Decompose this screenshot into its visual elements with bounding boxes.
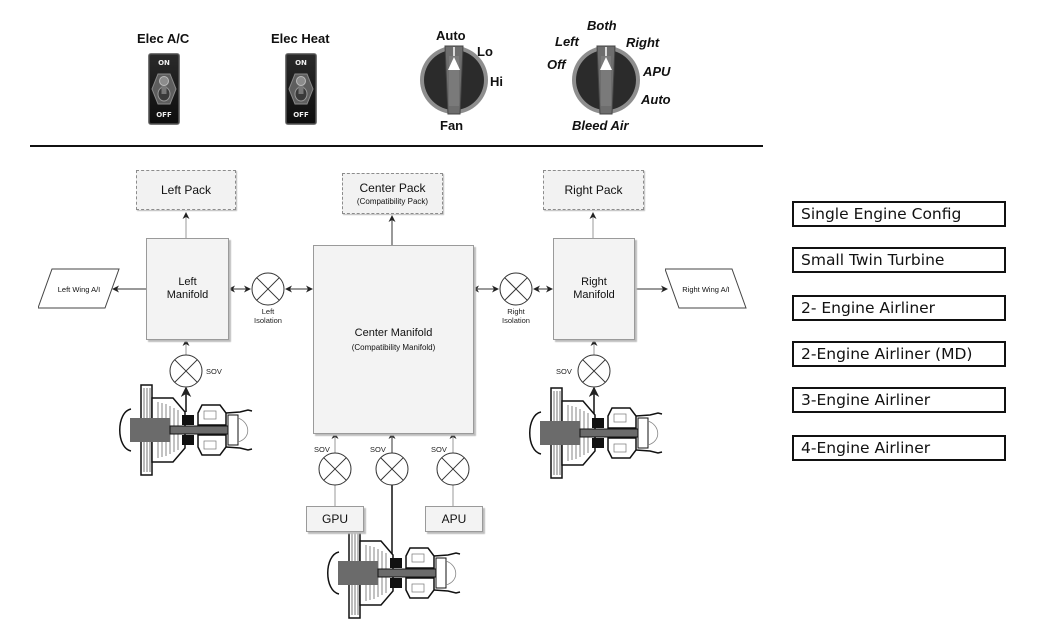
config-2-engine-airliner-md-button[interactable]: 2-Engine Airliner (MD)	[792, 341, 1006, 367]
apu-box[interactable]: APU	[425, 506, 483, 532]
left-pack[interactable]: Left Pack	[136, 170, 236, 210]
center-sov-valve-icon	[375, 452, 409, 486]
left-wing-ai[interactable]: Left Wing A/I	[57, 284, 101, 294]
right-manifold-label-1: Right	[581, 275, 607, 288]
left-isolation-label-2: Isolation	[254, 316, 282, 326]
center-manifold-label: Center Manifold	[354, 326, 433, 339]
bleed-position-off[interactable]: Off	[547, 57, 566, 72]
gpu-sov-label: SOV	[314, 445, 330, 454]
bleed-position-auto[interactable]: Auto	[641, 92, 671, 107]
fan-position-auto[interactable]: Auto	[436, 28, 466, 43]
right-isolation-label-1: Right	[507, 307, 525, 316]
config-small-twin-turbine-button[interactable]: Small Twin Turbine	[792, 247, 1006, 273]
config-4-engine-airliner-button[interactable]: 4-Engine Airliner	[792, 435, 1006, 461]
toggle-lever-icon	[151, 73, 177, 105]
left-sov-valve-icon	[169, 354, 203, 388]
bleed-pointer-icon	[600, 57, 612, 70]
center-engine-icon	[327, 527, 461, 619]
bleed-air-diagram	[112, 212, 668, 619]
center-manifold-sublabel: (Compatibility Manifold)	[351, 342, 436, 352]
center-manifold[interactable]: Center Manifold (Compatibility Manifold)	[313, 245, 474, 434]
right-isolation-label-2: Isolation	[502, 316, 530, 326]
right-wing-ai-shape	[665, 268, 747, 309]
right-sov-label: SOV	[556, 367, 572, 376]
elec-heat-label: Elec Heat	[271, 31, 330, 46]
toggle-lever-icon	[288, 73, 314, 105]
center-pack-sublabel: (Compatibility Pack)	[356, 197, 429, 206]
right-wing-ai[interactable]: Right Wing A/I	[682, 284, 730, 294]
bleed-air-label: Bleed Air	[572, 118, 629, 133]
apu-sov-valve-icon	[436, 452, 470, 486]
config-single-engine-button[interactable]: Single Engine Config	[792, 201, 1006, 227]
fan-position-lo[interactable]: Lo	[477, 44, 493, 59]
center-sov-label: SOV	[370, 445, 386, 454]
toggle-off-label: OFF	[156, 111, 172, 119]
gpu-sov-valve-icon	[318, 452, 352, 486]
right-manifold-label-2: Manifold	[573, 289, 615, 301]
left-manifold-label-2: Manifold	[166, 289, 209, 301]
elec-ac-toggle[interactable]: ON OFF	[148, 53, 180, 125]
config-3-engine-airliner-button[interactable]: 3-Engine Airliner	[792, 387, 1006, 413]
toggle-on-label: ON	[295, 59, 307, 67]
elec-ac-label: Elec A/C	[137, 31, 190, 46]
left-manifold-label-1: Left	[178, 275, 197, 288]
left-manifold[interactable]: Left Manifold	[146, 238, 229, 340]
apu-sov-label: SOV	[431, 445, 447, 454]
left-isolation-valve-icon	[251, 272, 285, 306]
fan-position-hi[interactable]: Hi	[490, 74, 503, 89]
toggle-off-label: OFF	[293, 111, 309, 119]
fan-pointer-icon	[448, 57, 460, 70]
fan-label: Fan	[440, 118, 464, 133]
bleed-position-both[interactable]: Both	[587, 18, 617, 33]
left-wing-ai-shape	[38, 268, 120, 309]
config-2-engine-airliner-button[interactable]: 2- Engine Airliner	[792, 295, 1006, 321]
right-manifold[interactable]: Right Manifold	[553, 238, 635, 340]
bleed-position-left[interactable]: Left	[555, 34, 579, 49]
bleed-position-apu[interactable]: APU	[643, 64, 671, 79]
left-isolation-label-1: Left	[261, 307, 275, 316]
elec-heat-toggle[interactable]: ON OFF	[285, 53, 317, 125]
center-pack[interactable]: Center Pack (Compatibility Pack)	[342, 173, 443, 214]
right-engine-icon	[529, 387, 663, 479]
center-pack-label: Center Pack	[359, 181, 426, 195]
bleed-position-right[interactable]: Right	[626, 35, 660, 50]
right-isolation-label: Right Isolation	[496, 307, 536, 326]
right-sov-valve-icon	[577, 354, 611, 388]
left-sov-label: SOV	[206, 367, 222, 376]
bleed-air-knob[interactable]	[570, 44, 642, 116]
panel-divider	[30, 145, 763, 147]
right-pack-label: Right Pack	[564, 183, 623, 197]
left-pack-label: Left Pack	[160, 183, 212, 197]
right-isolation-valve-icon	[499, 272, 533, 306]
left-isolation-label: Left Isolation	[248, 307, 288, 326]
right-pack[interactable]: Right Pack	[543, 170, 644, 210]
fan-knob[interactable]	[418, 44, 490, 116]
toggle-on-label: ON	[158, 59, 170, 67]
gpu-box[interactable]: GPU	[306, 506, 364, 532]
